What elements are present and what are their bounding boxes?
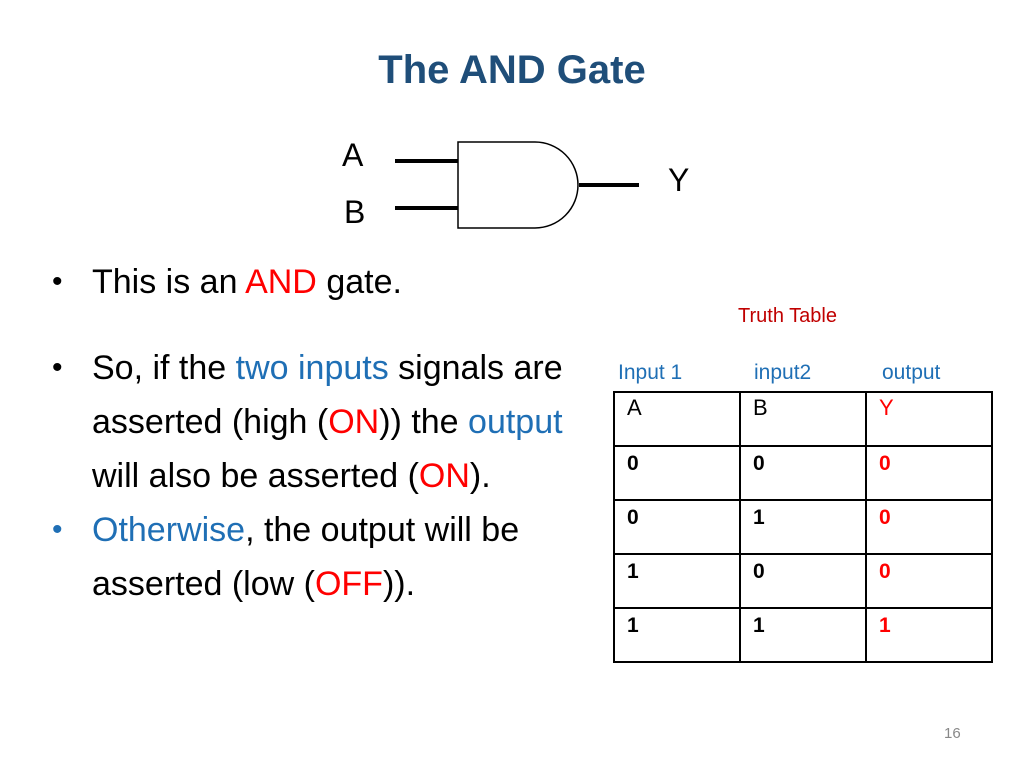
table-cell: 1 [739,499,867,555]
table-row: 1 0 0 [613,553,993,609]
table-row: 0 0 0 [613,445,993,501]
slide-title: The AND Gate [378,48,646,92]
table-cell: 0 [865,553,993,609]
bullet-text: )). [382,565,416,603]
column-label-output: output [882,361,941,384]
bullet-text: signals are asserted (high ( [92,349,563,441]
table-header-cell: Y [865,391,993,447]
truth-table: A B Y 0 0 0 0 1 0 1 0 0 1 1 1 [613,391,993,663]
table-cell: 1 [613,553,741,609]
bullet-highlight: ON [418,457,470,495]
table-cell: 0 [613,445,741,501]
table-header-cell: A [613,391,741,447]
table-cell: 0 [739,445,867,501]
bullet-text: So, if the [92,349,236,387]
output-y-label: Y [668,162,690,198]
column-label-input1: Input 1 [618,361,683,384]
bullet-highlight: AND [245,263,317,301]
input-b-label: B [344,194,366,230]
table-row: 1 1 1 [613,607,993,663]
and-gate-diagram [395,141,639,229]
and-gate-body [457,141,579,229]
bullet-dot: • [52,513,63,546]
bullet-dot: • [52,265,63,298]
table-row: 0 1 0 [613,499,993,555]
bullet-highlight: OFF [314,565,383,603]
bullet-item-3: • Otherwise, the output will be asserted… [52,503,612,611]
bullet-highlight: Otherwise [92,511,246,549]
column-label-input2: input2 [754,361,812,384]
bullet-highlight: ON [328,403,380,441]
table-header-row: A B Y [613,391,993,447]
bullet-list: • This is an AND gate. • So, if the two … [52,255,612,611]
bullet-text: will also be asserted ( [92,457,419,495]
input-a-label: A [342,137,364,173]
table-cell: 1 [865,607,993,663]
bullet-text: gate. [316,263,402,301]
table-cell: 0 [739,553,867,609]
bullet-item-2: • So, if the two inputs signals are asse… [52,341,612,503]
table-cell: 0 [613,499,741,555]
bullet-highlight: output [468,403,563,441]
bullet-item-1: • This is an AND gate. [52,255,612,309]
table-cell: 1 [739,607,867,663]
bullet-text: )) the [379,403,469,441]
table-cell: 0 [865,499,993,555]
bullet-text: ). [469,457,491,495]
bullet-highlight: two inputs [235,349,389,387]
table-cell: 0 [865,445,993,501]
table-header-cell: B [739,391,867,447]
bullet-text: , the output will be asserted (low ( [92,511,520,603]
page-number: 16 [944,725,961,742]
truth-table-title: Truth Table [738,305,837,327]
bullet-dot: • [52,351,63,384]
table-cell: 1 [613,607,741,663]
bullet-text: This is an [92,263,246,301]
